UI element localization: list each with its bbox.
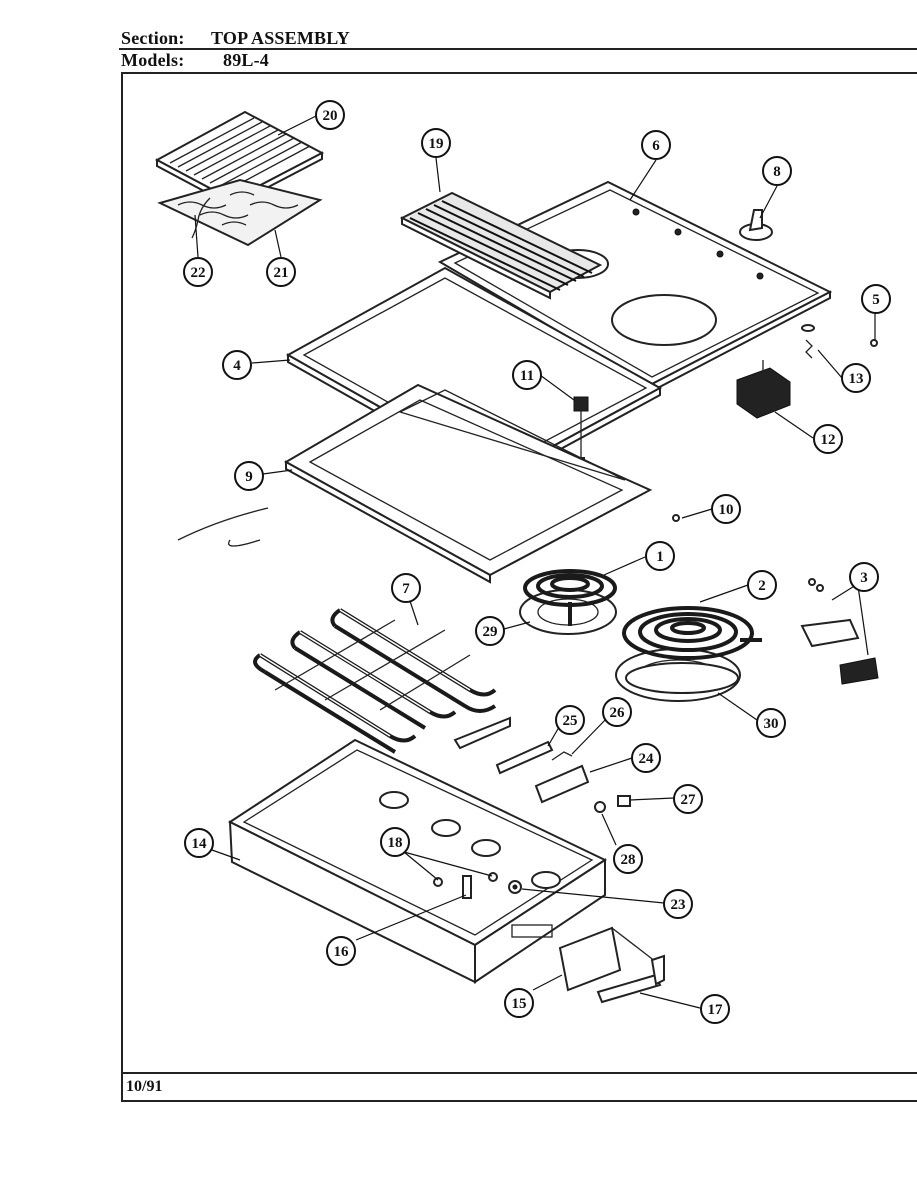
callout-27-label: 27 (681, 792, 697, 808)
callout-18-label: 18 (388, 835, 403, 851)
callout-17-label: 17 (708, 1002, 724, 1018)
callout-4-label: 4 (233, 358, 241, 374)
callout-14: 14 (184, 828, 214, 858)
diagram-frame (121, 72, 917, 1102)
callout-18: 18 (380, 827, 410, 857)
part-26-clip (551, 751, 573, 761)
part-1-small-surface-element (519, 569, 617, 635)
callout-11-label: 11 (520, 368, 534, 384)
part-10-screw (672, 514, 680, 522)
part-2-large-surface-element (615, 606, 762, 702)
callout-7: 7 (391, 573, 421, 603)
section-title: TOP ASSEMBLY (211, 28, 350, 48)
part-5-screw (870, 339, 878, 347)
part-12-control-switch (736, 360, 791, 419)
callout-29-label: 29 (483, 624, 498, 640)
callout-10: 10 (711, 494, 741, 524)
callout-27: 27 (673, 784, 703, 814)
part-25-terminal-strip (495, 740, 554, 775)
callout-8: 8 (762, 156, 792, 186)
callout-7-label: 7 (402, 581, 410, 597)
callout-5-label: 5 (872, 292, 880, 308)
part-15-receptacle (558, 926, 661, 992)
callout-26-label: 26 (610, 705, 626, 721)
callout-30: 30 (756, 708, 786, 738)
callout-6: 6 (641, 130, 671, 160)
callout-16: 16 (326, 936, 356, 966)
callout-20: 20 (315, 100, 345, 130)
callout-6-label: 6 (652, 138, 660, 154)
part-21-grill-pad (157, 178, 323, 247)
callout-8-label: 8 (773, 164, 781, 180)
callout-13: 13 (841, 363, 871, 393)
models-value: 89L-4 (223, 50, 269, 70)
callout-4: 4 (222, 350, 252, 380)
callout-10-label: 10 (719, 502, 734, 518)
callout-24-label: 24 (639, 751, 655, 767)
part-7-heating-element (253, 608, 511, 754)
part-17-mounting-bracket (596, 954, 665, 1004)
callout-9-label: 9 (245, 469, 253, 485)
part-13-spring-clip (801, 324, 815, 359)
callout-11: 11 (512, 360, 542, 390)
callout-19-label: 19 (429, 136, 444, 152)
section-label: Section: (121, 28, 185, 48)
callout-5: 5 (861, 284, 891, 314)
part-9-mounting-frame (283, 383, 653, 584)
part-27-connector (617, 795, 631, 807)
callout-1: 1 (645, 541, 675, 571)
part-3-terminal-kit (800, 578, 879, 685)
callout-26: 26 (602, 697, 632, 727)
footer-date: 10/91 (126, 1078, 163, 1095)
callout-12-label: 12 (821, 432, 836, 448)
callout-16-label: 16 (334, 944, 350, 960)
cutout-marks (177, 507, 269, 547)
callout-25: 25 (555, 705, 585, 735)
callout-20-label: 20 (323, 108, 338, 124)
part-14-drip-pan (228, 738, 608, 984)
callout-14-label: 14 (192, 836, 208, 852)
callout-2: 2 (747, 570, 777, 600)
callout-3: 3 (849, 562, 879, 592)
callout-22-label: 22 (191, 265, 206, 281)
callout-15: 15 (504, 988, 534, 1018)
footer-rule (121, 1072, 917, 1074)
callout-19: 19 (421, 128, 451, 158)
callout-21-label: 21 (274, 265, 289, 281)
callout-13-label: 13 (849, 371, 864, 387)
callout-23: 23 (663, 889, 693, 919)
callout-3-label: 3 (860, 570, 868, 586)
part-8-knob (739, 209, 773, 241)
callout-30-label: 30 (764, 716, 779, 732)
callout-24: 24 (631, 743, 661, 773)
callout-25-label: 25 (563, 713, 578, 729)
part-23-grommet (508, 880, 522, 894)
callout-15-label: 15 (512, 996, 527, 1012)
callout-2-label: 2 (758, 578, 766, 594)
callout-9: 9 (234, 461, 264, 491)
callout-28-label: 28 (621, 852, 636, 868)
header-rule (119, 48, 917, 50)
part-28-grommet (594, 801, 606, 813)
callout-21: 21 (266, 257, 296, 287)
callout-1-label: 1 (656, 549, 664, 565)
callout-22: 22 (183, 257, 213, 287)
part-16-bracket (462, 875, 472, 899)
callout-23-label: 23 (671, 897, 686, 913)
part-19-vent-grille (399, 191, 603, 300)
part-18-fasteners (433, 872, 498, 887)
callout-29: 29 (475, 616, 505, 646)
models-label: Models: (121, 50, 185, 70)
part-24-bracket (534, 764, 590, 804)
callout-12: 12 (813, 424, 843, 454)
callout-17: 17 (700, 994, 730, 1024)
callout-28: 28 (613, 844, 643, 874)
